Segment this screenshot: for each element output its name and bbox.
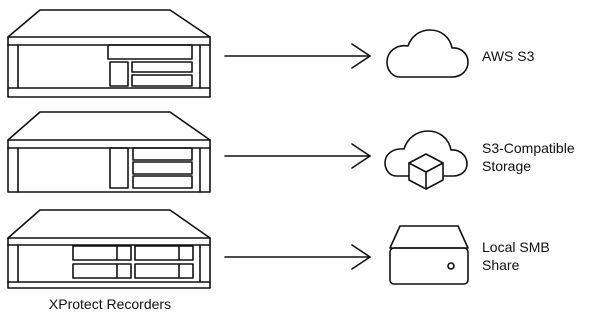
arrow-s3-compatible bbox=[224, 143, 371, 169]
destination-label-aws-s3: AWS S3 bbox=[482, 47, 534, 65]
label-line: Share bbox=[482, 257, 520, 273]
arrow-aws-s3 bbox=[224, 43, 371, 69]
label-line: S3-Compatible bbox=[482, 140, 575, 156]
cloud-icon bbox=[386, 29, 469, 78]
destination-label-s3-compatible: S3-Compatible Storage bbox=[482, 139, 575, 175]
local-drive-icon bbox=[389, 225, 469, 285]
cloud-box-icon bbox=[384, 130, 468, 190]
label-line: Storage bbox=[482, 158, 532, 174]
arrow-local-smb bbox=[224, 244, 371, 270]
destination-label-local-smb: Local SMB Share bbox=[482, 238, 550, 274]
server-rack-icon bbox=[7, 9, 211, 98]
recorders-caption: XProtect Recorders bbox=[48, 296, 172, 312]
label-line: AWS S3 bbox=[482, 48, 535, 64]
server-rack-icon bbox=[7, 111, 211, 193]
server-rack-icon bbox=[7, 209, 211, 289]
label-line: Local SMB bbox=[482, 239, 550, 255]
